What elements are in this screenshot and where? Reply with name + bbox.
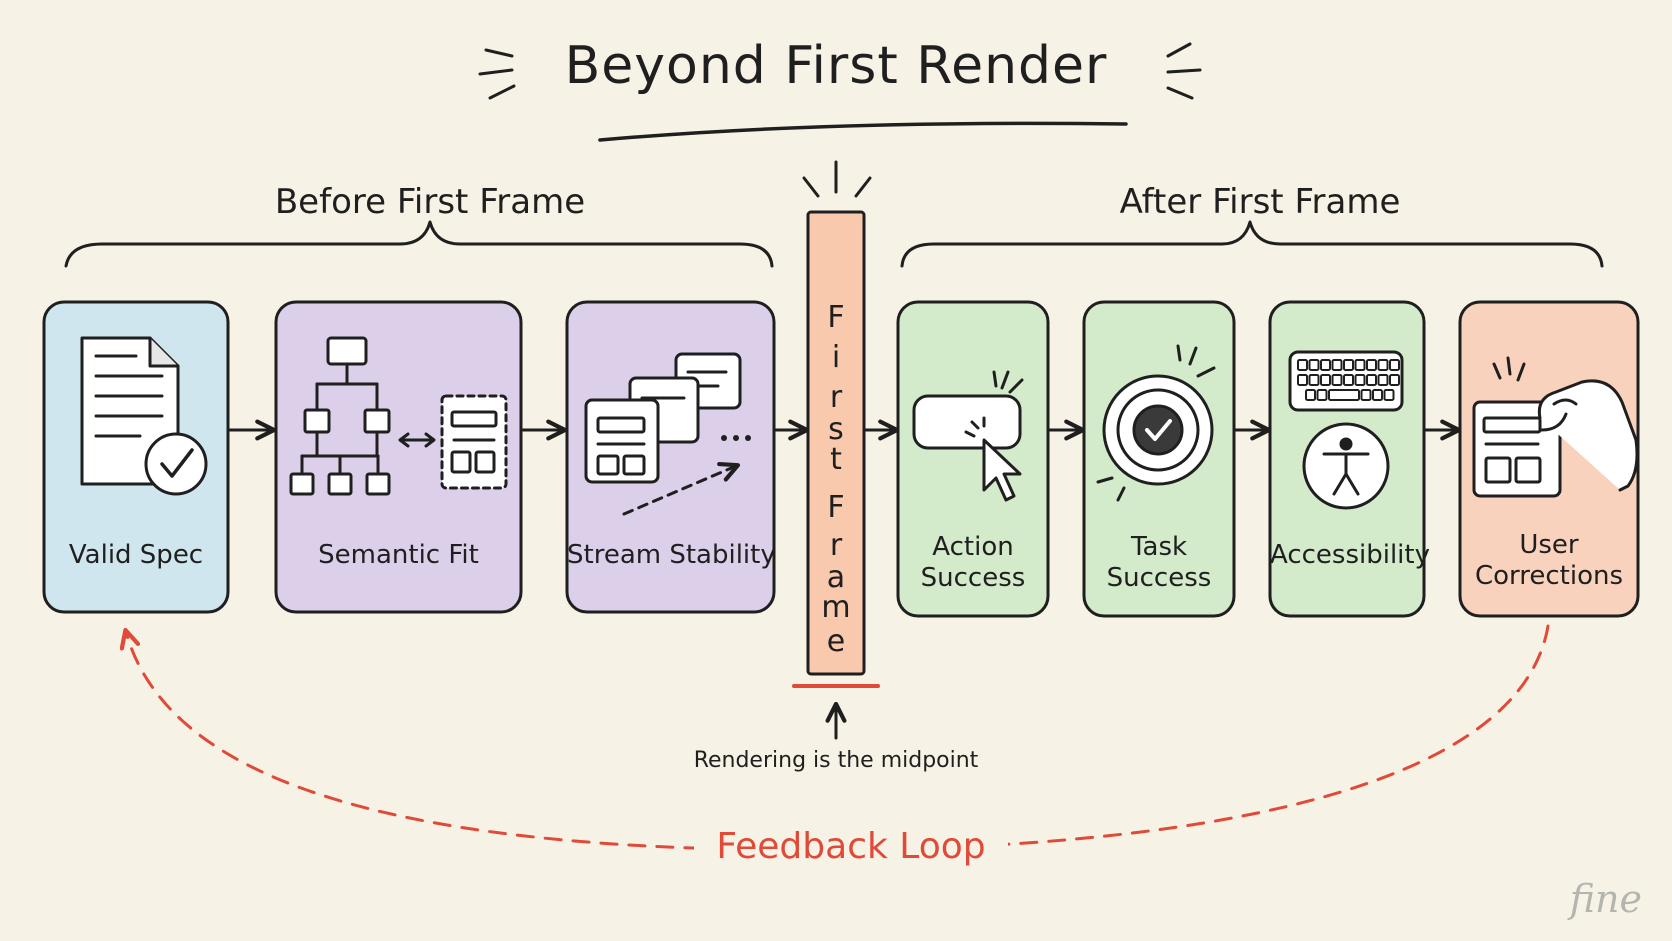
first-frame-letter: i — [831, 340, 841, 375]
title-sparkle-left — [478, 48, 516, 100]
stage-label-line: Success — [920, 562, 1026, 593]
first-frame-letter: e — [826, 624, 846, 659]
first-frame-letter: a — [826, 560, 846, 595]
first-frame-letter: t — [830, 442, 842, 477]
keyboard-key — [1377, 374, 1389, 386]
midpoint-label: Rendering is the midpoint — [693, 748, 979, 773]
keyboard-key — [1360, 389, 1372, 401]
keyboard-key — [1389, 359, 1400, 371]
title-sparkle-right — [1166, 42, 1202, 100]
title-underline — [598, 121, 1128, 142]
keyboard-accessibility-icon — [1288, 350, 1404, 510]
first-frame-letter: F — [827, 490, 845, 525]
stage-label-line: Task — [1130, 532, 1188, 562]
keyboard-key — [1343, 374, 1354, 386]
target-check-icon — [1096, 344, 1216, 502]
keyboard-key — [1354, 359, 1366, 371]
first-frame-letter: F — [827, 300, 845, 335]
keyboard-key — [1328, 389, 1360, 401]
after-brace — [900, 220, 1604, 268]
group-label-after: After First Frame — [1119, 182, 1401, 222]
stage-label-accessibility: Accessibility — [1270, 540, 1430, 571]
keyboard-key — [1305, 389, 1316, 401]
keyboard-key — [1377, 359, 1389, 371]
keyboard-key — [1366, 374, 1377, 386]
stage-label-line: Success — [1106, 562, 1212, 593]
stage-label-semantic-fit: Semantic Fit — [276, 540, 521, 571]
stage-label-stream-stability: Stream Stability — [567, 540, 776, 571]
keyboard-key — [1383, 389, 1395, 401]
keyboard-key — [1343, 359, 1354, 371]
first-frame-rays — [802, 160, 872, 198]
box-semantic-fit — [274, 300, 523, 614]
brand-logo: fine — [1569, 877, 1642, 921]
hand-edit-icon — [1472, 356, 1639, 498]
keyboard-key — [1297, 359, 1308, 371]
stacked-cards-icon — [584, 352, 751, 516]
stage-label-line: Accessibility — [1270, 540, 1430, 570]
keyboard-key — [1320, 374, 1331, 386]
stage-label-line: Valid Spec — [68, 540, 204, 570]
document-check-icon — [80, 336, 208, 496]
button-click-icon — [912, 370, 1024, 502]
feedback-loop-label: Feedback Loop — [694, 826, 1008, 869]
keyboard-key — [1316, 389, 1328, 401]
stage-label-valid-spec: Valid Spec — [44, 540, 228, 571]
stage-label-line: Action — [932, 532, 1014, 562]
stage-label-line: User — [1519, 530, 1579, 560]
keyboard-key — [1308, 359, 1320, 371]
keyboard-key — [1366, 359, 1377, 371]
keyboard-key — [1331, 374, 1343, 386]
keyboard-key — [1331, 359, 1343, 371]
first-frame-letter: m — [821, 590, 851, 625]
stage-label-line: Semantic Fit — [318, 540, 479, 570]
stage-label-line: Corrections — [1474, 560, 1624, 591]
stage-label-line: Stream Stability — [567, 540, 776, 570]
keyboard-key — [1297, 374, 1308, 386]
box-action-success — [896, 300, 1050, 618]
group-label-before: Before First Frame — [274, 182, 586, 222]
keyboard-key — [1354, 374, 1366, 386]
first-frame-letter: s — [828, 412, 844, 447]
keyboard-key — [1372, 389, 1383, 401]
before-brace — [64, 220, 774, 268]
keyboard-key — [1308, 374, 1320, 386]
keyboard-key — [1320, 359, 1331, 371]
first-frame-letter: r — [829, 380, 843, 415]
page-title: Beyond First Render — [564, 36, 1108, 96]
hierarchy-icon — [289, 336, 508, 496]
keyboard-key — [1389, 374, 1400, 386]
first-frame-letter: r — [829, 528, 843, 563]
first-frame-bar — [806, 210, 866, 676]
